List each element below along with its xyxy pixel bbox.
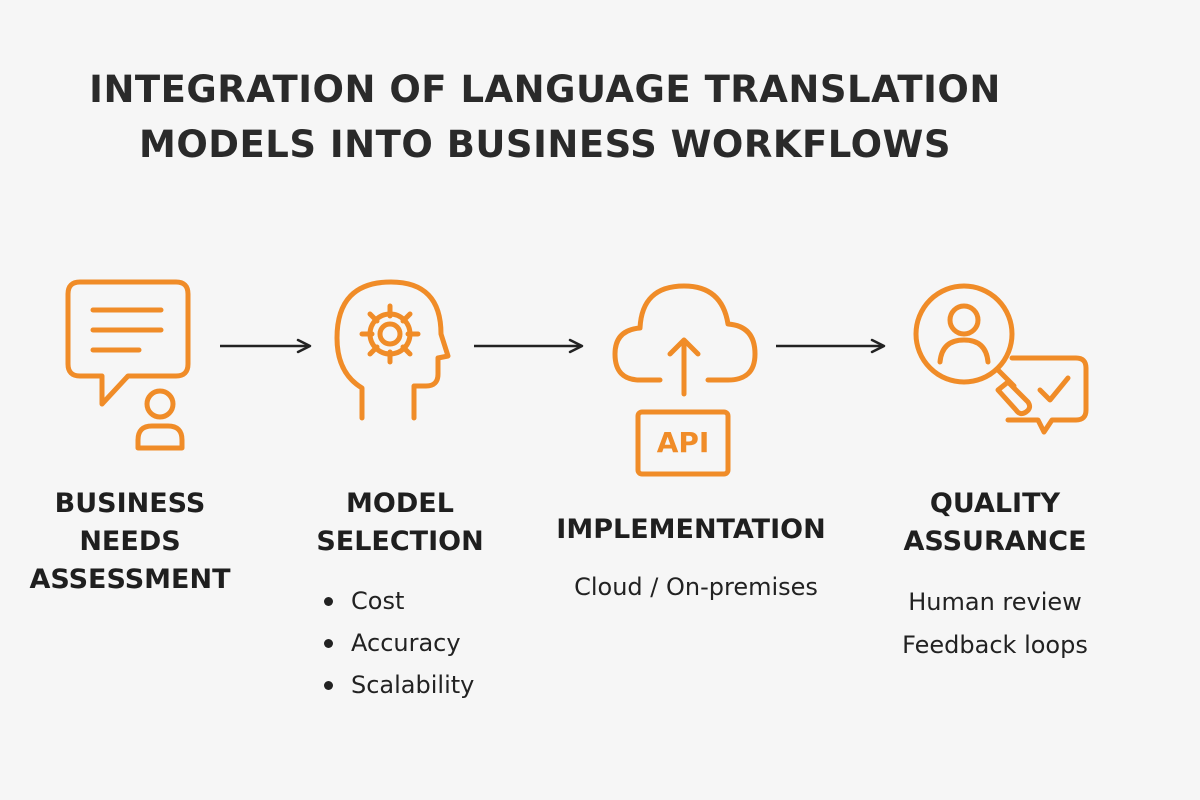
step-label-model-selection: MODEL SELECTION [290,485,510,561]
implementation-detail: Cloud / On-premises [546,566,846,609]
criteria-item: Scalability [321,664,474,706]
flow-arrow-3 [774,338,888,354]
step-label-implementation: IMPLEMENTATION [546,511,836,549]
label-line: SELECTION [316,526,484,557]
label-line: MODEL [346,488,454,519]
label-line: NEEDS [79,526,181,557]
title-line-2: MODELS INTO BUSINESS WORKFLOWS [139,123,951,166]
cloud-upload-api-icon: API [612,282,758,478]
api-label: API [656,426,710,459]
magnifier-user-check-icon [912,282,1090,442]
title-line-1: INTEGRATION OF LANGUAGE TRANSLATION [89,68,1001,111]
model-selection-criteria: Cost Accuracy Scalability [321,580,474,706]
label-line: ASSURANCE [903,526,1087,557]
head-gear-icon [334,278,451,424]
label-line: IMPLEMENTATION [556,514,826,545]
flow-arrow-2 [472,338,586,354]
quality-assurance-details: Human review Feedback loops [880,581,1110,667]
page-title: INTEGRATION OF LANGUAGE TRANSLATION MODE… [0,62,1090,172]
step-label-business-needs-assessment: BUSINESS NEEDS ASSESSMENT [10,485,250,599]
flow-arrow-1 [218,338,314,354]
criteria-item: Accuracy [321,622,474,664]
label-line: QUALITY [929,488,1061,519]
detail-line: Human review [908,588,1082,616]
criteria-item: Cost [321,580,474,622]
detail-line: Feedback loops [902,631,1088,659]
label-line: ASSESSMENT [29,564,231,595]
step-label-quality-assurance: QUALITY ASSURANCE [880,485,1110,561]
label-line: BUSINESS [54,488,206,519]
chat-bubble-user-icon [65,279,196,452]
detail-line: Cloud / On-premises [574,573,818,601]
